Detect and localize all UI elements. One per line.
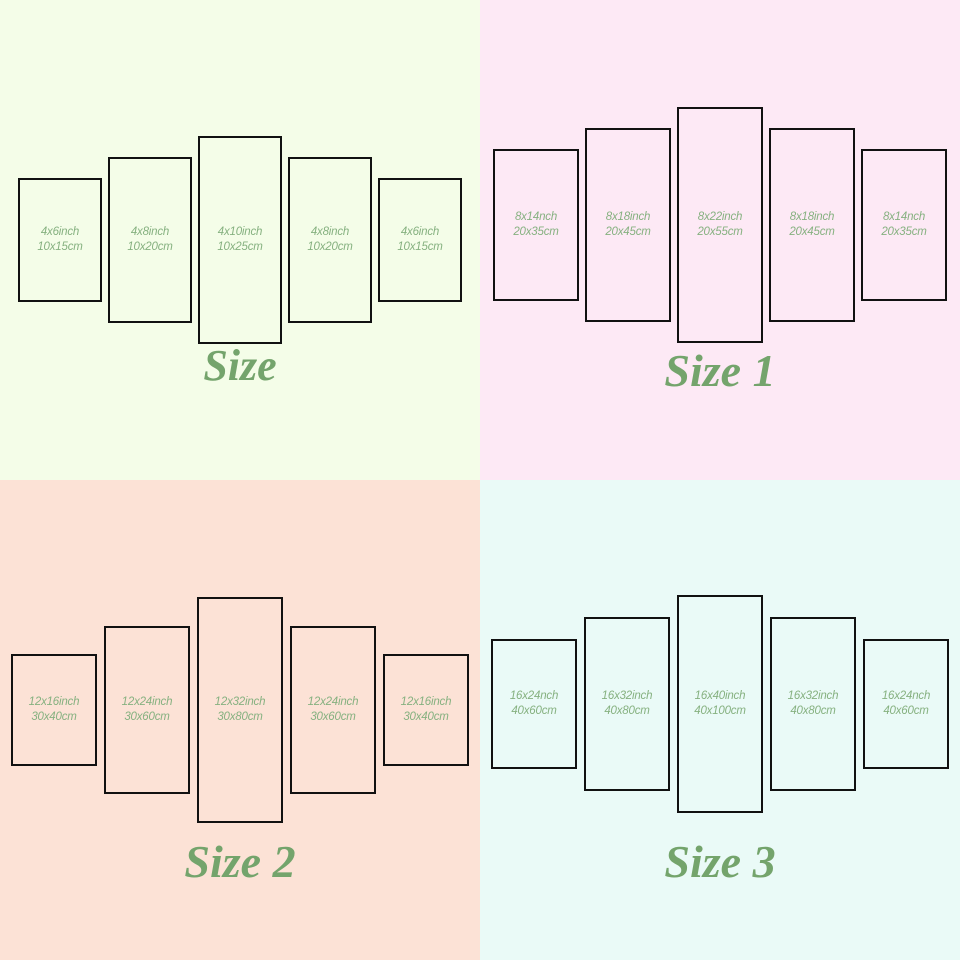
- size-panel-centimeters: 10x20cm: [127, 241, 173, 253]
- size-panel[interactable]: 12x24inch 30x60cm: [290, 626, 376, 794]
- size-panel[interactable]: 4x6inch 10x15cm: [18, 178, 102, 302]
- size-panel-inches: 4x8inch: [310, 226, 350, 239]
- size-panel-label: 16x32inch 40x80cm: [602, 689, 653, 718]
- size-panel-label: 12x32inch 30x80cm: [215, 695, 266, 724]
- size-panel[interactable]: 12x24inch 30x60cm: [104, 626, 190, 794]
- quadrant-size-2: 12x16inch 30x40cm 12x24inch 30x60cm 12x32inc…: [0, 480, 480, 960]
- size-panel-inches: 4x6inch: [400, 226, 440, 239]
- size-panel-label: 4x8inch 10x20cm: [307, 225, 352, 254]
- quadrant-title-size-3: Size 3: [664, 836, 776, 887]
- size-panel-centimeters: 30x40cm: [403, 711, 449, 723]
- size-panel-inches: 12x16inch: [28, 696, 80, 709]
- size-panel-centimeters: 10x15cm: [397, 241, 443, 253]
- size-panel[interactable]: 8x14nch 20x35cm: [861, 149, 947, 301]
- size-panel-inches: 16x32inch: [787, 690, 839, 703]
- size-panel-inches: 4x6inch: [40, 226, 80, 239]
- size-panel-centimeters: 10x20cm: [307, 241, 353, 253]
- size-panel[interactable]: 8x14nch 20x35cm: [493, 149, 579, 301]
- size-panel-inches: 12x16inch: [400, 696, 452, 709]
- size-panel-label: 12x24inch 30x60cm: [308, 695, 359, 724]
- size-panel-label: 8x18inch 20x45cm: [605, 210, 650, 239]
- size-panel-centimeters: 30x80cm: [217, 711, 263, 723]
- size-panel[interactable]: 4x10inch 10x25cm: [198, 136, 282, 344]
- size-panel[interactable]: 4x8inch 10x20cm: [108, 157, 192, 323]
- size-panel-inches: 16x40inch: [694, 690, 746, 703]
- size-panel-label: 8x22inch 20x55cm: [697, 210, 742, 239]
- size-panel-label: 16x24nch 40x60cm: [510, 689, 558, 718]
- size-panel[interactable]: 4x8inch 10x20cm: [288, 157, 372, 323]
- size-panel-label: 16x24nch 40x60cm: [882, 689, 930, 718]
- size-panel-centimeters: 30x60cm: [310, 711, 356, 723]
- size-panel-inches: 16x32inch: [601, 690, 653, 703]
- size-panel-centimeters: 20x35cm: [881, 226, 927, 238]
- size-panel[interactable]: 16x32inch 40x80cm: [770, 617, 856, 791]
- size-panel[interactable]: 16x24nch 40x60cm: [863, 639, 949, 769]
- size-panel-inches: 16x24nch: [509, 690, 559, 703]
- size-panel-label: 12x16inch 30x40cm: [401, 695, 452, 724]
- size-panel[interactable]: 4x6inch 10x15cm: [378, 178, 462, 302]
- size-panel[interactable]: 16x24nch 40x60cm: [491, 639, 577, 769]
- size-panel[interactable]: 8x22inch 20x55cm: [677, 107, 763, 343]
- quadrant-title-size: Size: [203, 341, 277, 390]
- size-panel-inches: 12x24inch: [121, 696, 173, 709]
- size-panel-centimeters: 10x15cm: [37, 241, 83, 253]
- size-panel-label: 4x6inch 10x15cm: [397, 225, 442, 254]
- quadrant-size: 4x6inch 10x15cm 4x8inch 10x20cm 4x10inch 10x2…: [0, 0, 480, 480]
- size-panel[interactable]: 8x18inch 20x45cm: [585, 128, 671, 322]
- size-panel-label: 16x40inch 40x100cm: [694, 689, 746, 718]
- size-panel-inches: 8x18inch: [789, 211, 835, 224]
- size-panel-centimeters: 20x45cm: [605, 226, 651, 238]
- size-panel-inches: 12x32inch: [214, 696, 266, 709]
- size-panel-label: 4x8inch 10x20cm: [127, 225, 172, 254]
- size-panel-inches: 8x14nch: [514, 211, 558, 224]
- size-panel[interactable]: 16x40inch 40x100cm: [677, 595, 763, 813]
- panel-row-size-3: 16x24nch 40x60cm 16x32inch 40x80cm 16x40inch…: [480, 524, 960, 884]
- size-panel[interactable]: 16x32inch 40x80cm: [584, 617, 670, 791]
- size-panel[interactable]: 12x16inch 30x40cm: [11, 654, 97, 766]
- size-panel-centimeters: 30x40cm: [31, 711, 77, 723]
- size-panel-label: 16x32inch 40x80cm: [788, 689, 839, 718]
- quadrant-title-size-1: Size 1: [664, 345, 776, 396]
- size-panel-centimeters: 20x35cm: [513, 226, 559, 238]
- size-panel-label: 8x14nch 20x35cm: [881, 210, 926, 239]
- size-panel-centimeters: 40x60cm: [511, 705, 557, 717]
- size-panel-label: 12x16inch 30x40cm: [29, 695, 80, 724]
- size-panel-label: 4x10inch 10x25cm: [217, 225, 262, 254]
- size-panel-centimeters: 40x80cm: [604, 705, 650, 717]
- size-panel-inches: 8x14nch: [882, 211, 926, 224]
- size-panel-inches: 12x24inch: [307, 696, 359, 709]
- size-panel-centimeters: 40x80cm: [790, 705, 836, 717]
- size-panel-centimeters: 10x25cm: [217, 241, 263, 253]
- size-panel-inches: 8x22inch: [697, 211, 743, 224]
- panel-row-size-1: 8x14nch 20x35cm 8x18inch 20x45cm 8x22inch 20x…: [480, 45, 960, 405]
- size-panel-inches: 4x8inch: [130, 226, 170, 239]
- size-panel-centimeters: 40x100cm: [694, 705, 746, 717]
- size-panel-centimeters: 20x55cm: [697, 226, 743, 238]
- size-panel-inches: 16x24nch: [881, 690, 931, 703]
- quadrant-size-1: 8x14nch 20x35cm 8x18inch 20x45cm 8x22inch 20x…: [480, 0, 960, 480]
- size-panel-centimeters: 30x60cm: [124, 711, 170, 723]
- size-panel-label: 8x18inch 20x45cm: [789, 210, 834, 239]
- quadrant-title-size-2: Size 2: [184, 836, 296, 887]
- size-panel-inches: 8x18inch: [605, 211, 651, 224]
- size-panel[interactable]: 12x32inch 30x80cm: [197, 597, 283, 823]
- panel-row-size-2: 12x16inch 30x40cm 12x24inch 30x60cm 12x32inc…: [0, 530, 480, 890]
- size-panel-label: 12x24inch 30x60cm: [122, 695, 173, 724]
- size-panel[interactable]: 8x18inch 20x45cm: [769, 128, 855, 322]
- size-panel-label: 8x14nch 20x35cm: [513, 210, 558, 239]
- size-panel[interactable]: 12x16inch 30x40cm: [383, 654, 469, 766]
- size-panel-inches: 4x10inch: [217, 226, 263, 239]
- quadrant-size-3: 16x24nch 40x60cm 16x32inch 40x80cm 16x40inch…: [480, 480, 960, 960]
- size-panel-centimeters: 20x45cm: [789, 226, 835, 238]
- panel-row-size: 4x6inch 10x15cm 4x8inch 10x20cm 4x10inch 10x2…: [0, 60, 480, 420]
- size-panel-centimeters: 40x60cm: [883, 705, 929, 717]
- size-panel-label: 4x6inch 10x15cm: [37, 225, 82, 254]
